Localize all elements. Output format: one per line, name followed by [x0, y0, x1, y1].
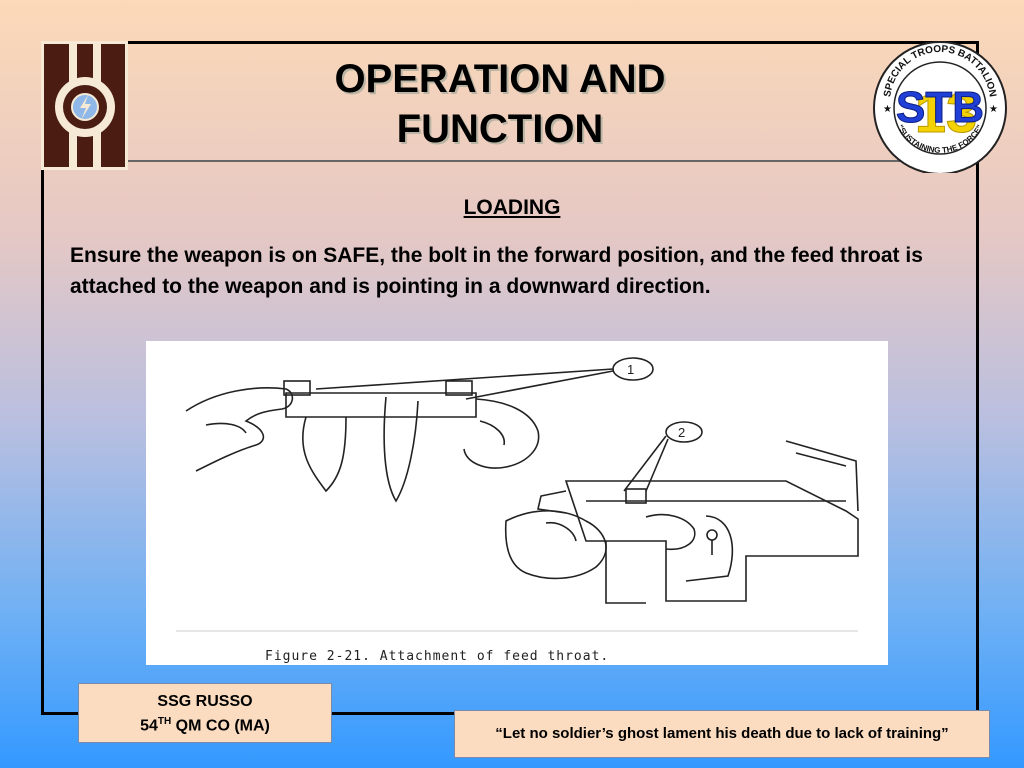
star-left-icon: ★	[883, 104, 892, 115]
emblem-number: 13	[915, 81, 977, 144]
stb-emblem-logo: SPECIAL TROOPS BATTALION "SUSTAINING THE…	[868, 28, 1008, 175]
emblem-letters: STB	[896, 83, 984, 132]
figure-caption: Figure 2-21. Attachment of feed throat.	[265, 649, 610, 664]
unit-patch-logo	[41, 41, 128, 170]
feed-throat-figure: 1 2	[146, 341, 888, 665]
title-line-1: OPERATION AND	[334, 57, 666, 101]
presenter-box: SSG RUSSO 54TH QM CO (MA)	[78, 683, 332, 743]
header-divider	[128, 160, 980, 162]
title-line-2: FUNCTION	[396, 107, 604, 151]
star-right-icon: ★	[989, 104, 998, 115]
presenter-unit: 54TH QM CO (MA)	[140, 716, 270, 735]
page-title: OPERATION AND FUNCTION	[240, 54, 760, 154]
callout-2: 2	[678, 425, 685, 440]
presenter-name: SSG RUSSO	[157, 693, 253, 710]
motto-quote: “Let no soldier’s ghost lament his death…	[495, 725, 949, 742]
motto-quote-box: “Let no soldier’s ghost lament his death…	[454, 710, 990, 758]
callout-1: 1	[627, 362, 634, 377]
instruction-text: Ensure the weapon is on SAFE, the bolt i…	[70, 244, 923, 298]
section-heading: LOADING	[463, 196, 561, 219]
